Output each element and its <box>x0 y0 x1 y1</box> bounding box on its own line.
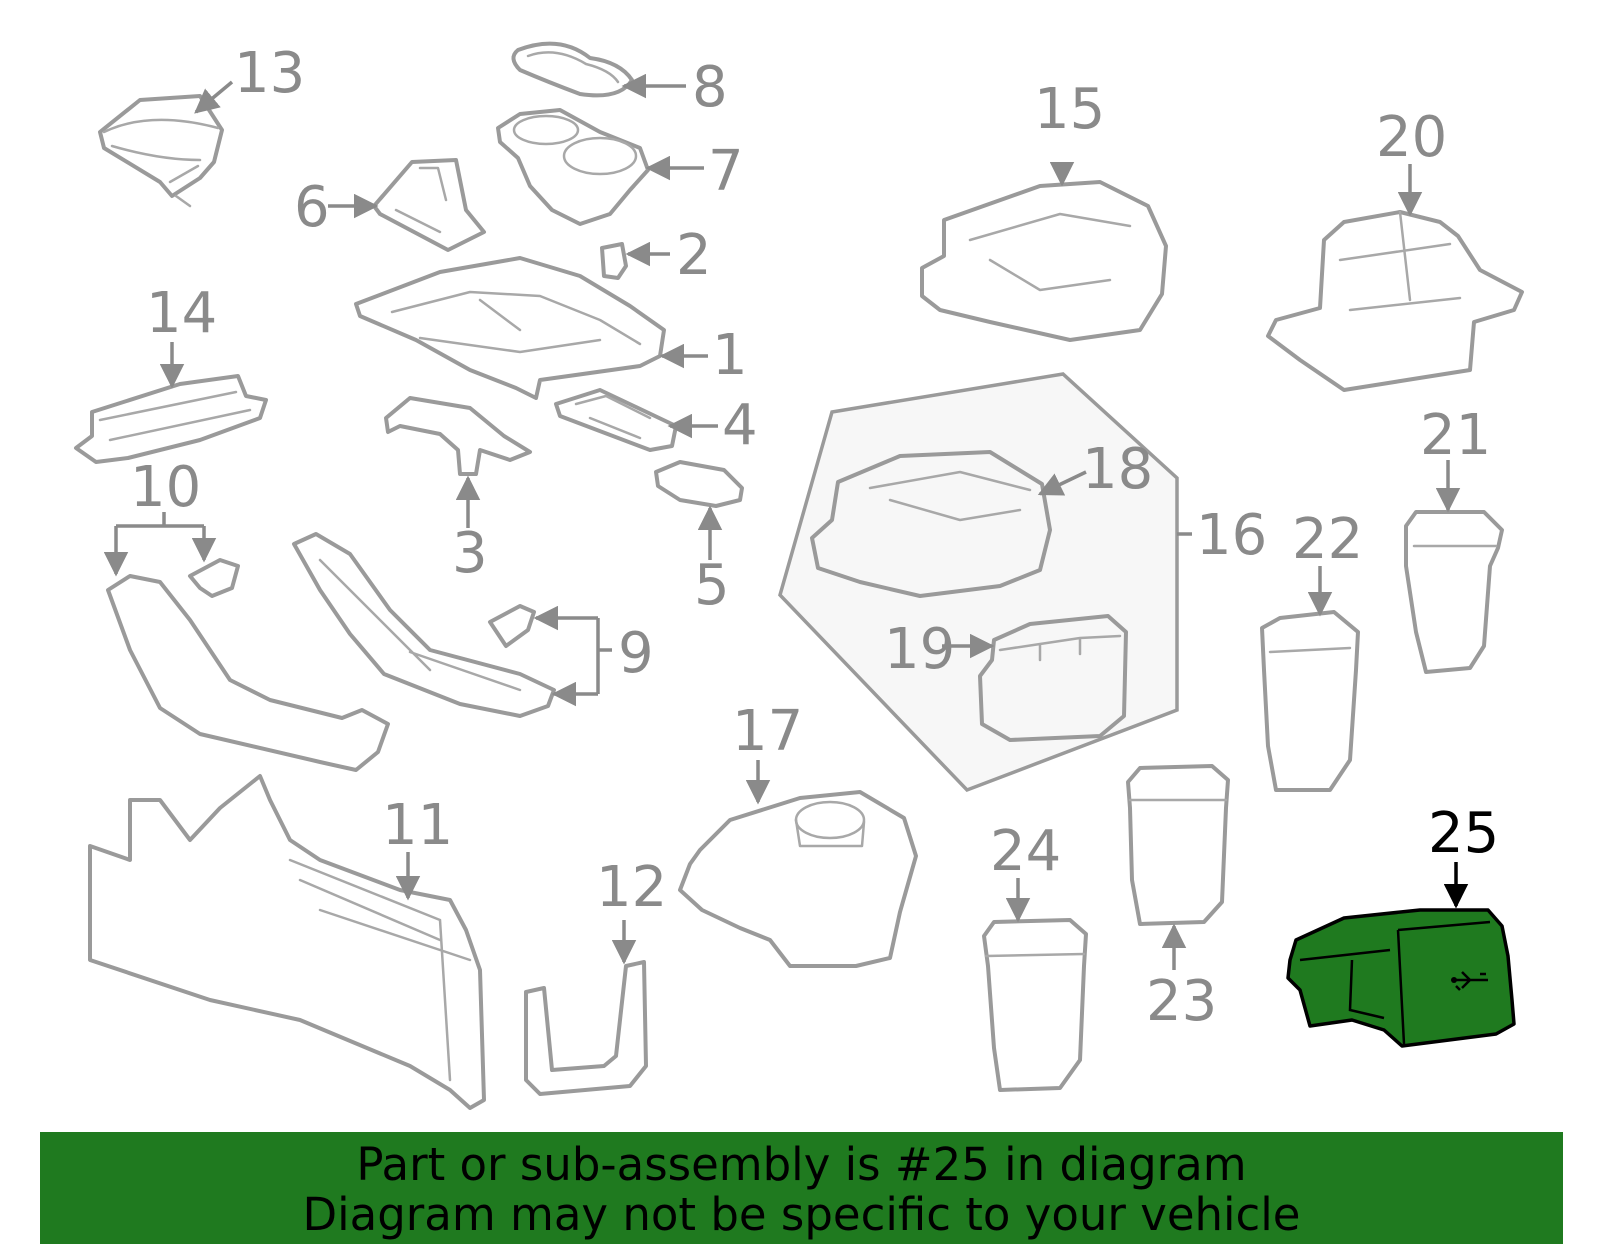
callout-7: 7 <box>708 139 744 204</box>
banner-line-1: Part or sub-assembly is #25 in diagram <box>356 1138 1247 1191</box>
callout-20: 20 <box>1376 105 1447 170</box>
part-24 <box>982 918 1088 1092</box>
part-5 <box>654 460 744 508</box>
info-banner: Part or sub-assembly is #25 in diagram D… <box>40 1132 1563 1244</box>
callout-18: 18 <box>1082 437 1153 502</box>
part-4 <box>554 388 678 452</box>
group-16-outline <box>778 372 1179 793</box>
part-8 <box>511 41 634 98</box>
banner-line-2: Diagram may not be specific to your vehi… <box>302 1188 1301 1241</box>
callout-24: 24 <box>990 819 1061 884</box>
part-3 <box>384 396 532 476</box>
part-6 <box>372 158 486 252</box>
callout-23: 23 <box>1146 969 1217 1034</box>
callout-22: 22 <box>1292 507 1363 572</box>
part-20 <box>1266 210 1524 392</box>
callout-10: 10 <box>130 455 201 520</box>
part-15 <box>920 180 1168 342</box>
part-25-highlighted <box>1286 908 1516 1048</box>
callout-13: 13 <box>234 41 305 106</box>
callout-8: 8 <box>692 55 728 120</box>
leader-lines <box>103 73 1469 970</box>
callout-9: 9 <box>618 621 654 686</box>
part-2 <box>600 242 628 280</box>
part-23 <box>1126 764 1230 926</box>
part-19 <box>978 614 1128 742</box>
callout-19: 19 <box>884 617 955 682</box>
callout-1: 1 <box>712 323 748 388</box>
callout-12: 12 <box>596 855 667 920</box>
callout-25: 25 <box>1428 801 1499 866</box>
part-12 <box>524 960 648 1096</box>
part-9 <box>292 532 556 718</box>
callout-16: 16 <box>1196 503 1267 568</box>
callout-11: 11 <box>382 793 453 858</box>
callout-5: 5 <box>694 553 730 618</box>
part-1 <box>354 256 666 400</box>
part-10 <box>106 558 390 772</box>
callout-15: 15 <box>1034 77 1105 142</box>
callout-2: 2 <box>676 223 712 288</box>
part-11 <box>88 774 486 1110</box>
part-17 <box>678 790 918 968</box>
part-21 <box>1404 510 1504 674</box>
part-7 <box>496 108 650 226</box>
callout-4: 4 <box>722 393 758 458</box>
callout-21: 21 <box>1420 403 1491 468</box>
callout-3: 3 <box>452 521 488 586</box>
part-13 <box>98 94 224 208</box>
part-14 <box>74 374 268 464</box>
usb-icon <box>1451 971 1488 991</box>
callout-6: 6 <box>294 175 330 240</box>
part-18 <box>810 450 1052 598</box>
callout-14: 14 <box>146 281 217 346</box>
part-22 <box>1260 610 1360 792</box>
callout-17: 17 <box>732 699 803 764</box>
